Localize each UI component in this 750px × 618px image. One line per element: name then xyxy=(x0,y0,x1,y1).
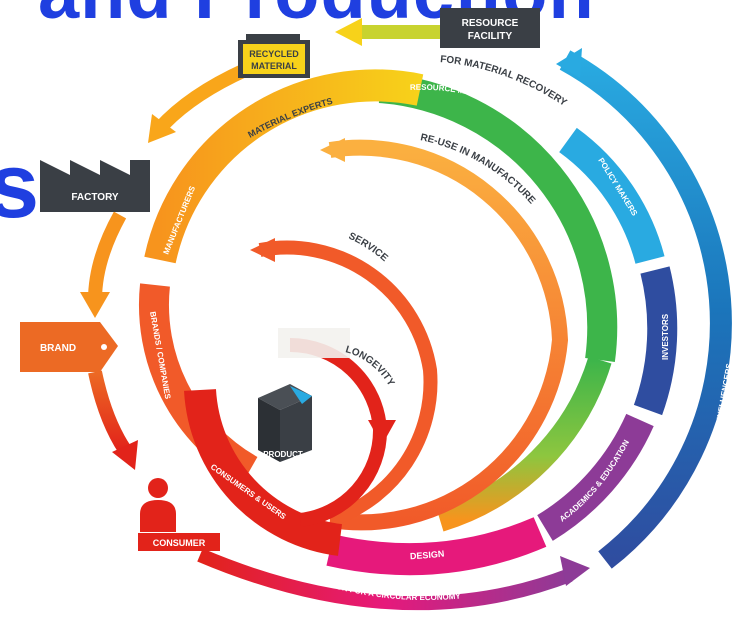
consumer-label: CONSUMER xyxy=(153,538,206,548)
factory-label: FACTORY xyxy=(71,192,119,203)
label-design: DESIGN xyxy=(410,549,445,562)
product-node: PRODUCT xyxy=(258,384,312,462)
title-fragment-left: s xyxy=(0,135,40,237)
factory-node: FACTORY xyxy=(40,160,150,212)
resource-facility-line2: FACILITY xyxy=(468,31,513,42)
label-investors: INVESTORS xyxy=(661,313,670,360)
recycled-material-node: RECYCLED MATERIAL xyxy=(238,34,310,78)
product-label: PRODUCT xyxy=(263,450,303,459)
brand-node: BRAND xyxy=(20,322,118,372)
person-icon xyxy=(140,478,176,532)
consumer-node: CONSUMER xyxy=(138,478,220,551)
resource-facility-line1: RESOURCE xyxy=(462,18,519,29)
recycled-material-line1: RECYCLED xyxy=(249,49,299,59)
resource-facility-node: RESOURCE FACILITY xyxy=(440,8,540,48)
brand-label: BRAND xyxy=(40,343,76,354)
recycled-material-line2: MATERIAL xyxy=(251,61,297,71)
